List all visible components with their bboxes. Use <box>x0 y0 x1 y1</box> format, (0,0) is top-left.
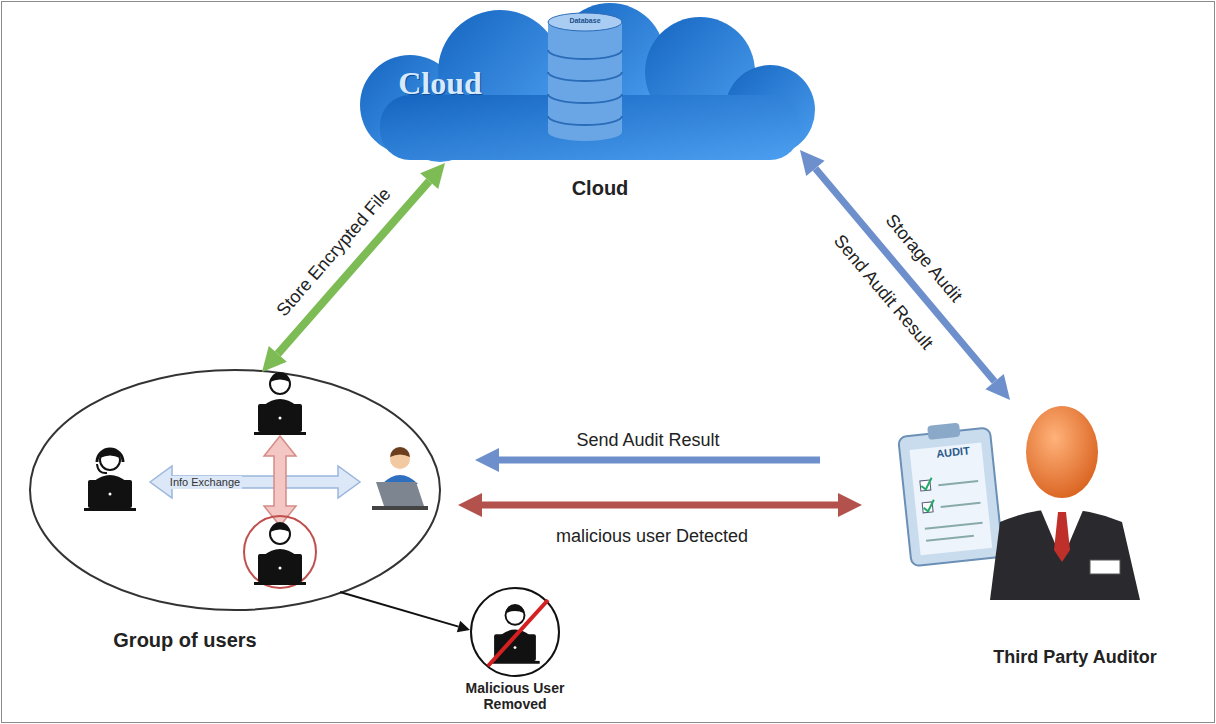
diagram-node: AUDIT Third Party Auditor <box>810 390 1205 680</box>
user-hair <box>506 604 525 614</box>
edge-label: malicious user Detected <box>556 525 748 547</box>
laptop-dot <box>279 567 282 570</box>
headset-mic <box>97 464 107 473</box>
connector-arrow <box>340 592 459 627</box>
diagram-node: Malicious User Removed <box>455 585 575 720</box>
info-exchange-arrow <box>264 436 296 526</box>
laptop-base <box>372 506 428 510</box>
user-icon <box>372 447 428 510</box>
user-hair <box>270 372 290 382</box>
user-hair <box>270 522 290 532</box>
laptop-base <box>84 508 136 511</box>
removed-slash <box>488 600 548 666</box>
laptop-base <box>490 661 539 664</box>
node-text: Database <box>555 17 615 25</box>
laptop-icon <box>258 554 302 582</box>
auditor-figure <box>990 406 1140 600</box>
headset <box>97 449 123 462</box>
diagram-node: Cloud DatabaseCloud <box>330 8 830 208</box>
node-text: Cloud <box>540 176 660 200</box>
edge-label: Send Audit Result <box>576 429 719 451</box>
laptop-base <box>254 582 306 585</box>
user-icon <box>254 522 306 585</box>
connector-arrow <box>499 457 820 464</box>
diagram-node: Group of users <box>25 360 495 665</box>
laptop-dot <box>514 646 517 649</box>
node-text: AUDIT <box>922 443 983 462</box>
removed-circle <box>471 588 559 676</box>
connector-arrow <box>482 502 838 509</box>
laptop-icon <box>88 480 132 508</box>
malicious-marker <box>244 516 316 588</box>
laptop-icon <box>258 404 302 432</box>
laptop-base <box>254 432 306 435</box>
user-icon <box>254 372 306 435</box>
cloud-shape <box>360 3 815 162</box>
database-icon <box>548 13 622 141</box>
laptop-dot <box>279 417 282 420</box>
group-circle <box>30 370 440 610</box>
edge-label: Store Encrypted File <box>272 183 396 321</box>
laptop-dot <box>109 493 112 496</box>
info-exchange-arrow <box>150 466 360 498</box>
annotation-label: Info Exchange <box>168 476 242 489</box>
node-text: Group of users <box>75 628 295 652</box>
node-text: Third Party Auditor <box>960 646 1190 668</box>
connector-arrow <box>278 181 429 354</box>
node-text: Cloud <box>375 64 505 102</box>
user-hair <box>390 447 410 457</box>
user-icon <box>84 448 136 511</box>
node-text: Malicious User Removed <box>455 680 575 712</box>
clipboard-icon <box>897 420 1003 567</box>
connector-arrow <box>815 168 994 381</box>
laptop-icon <box>376 482 424 506</box>
